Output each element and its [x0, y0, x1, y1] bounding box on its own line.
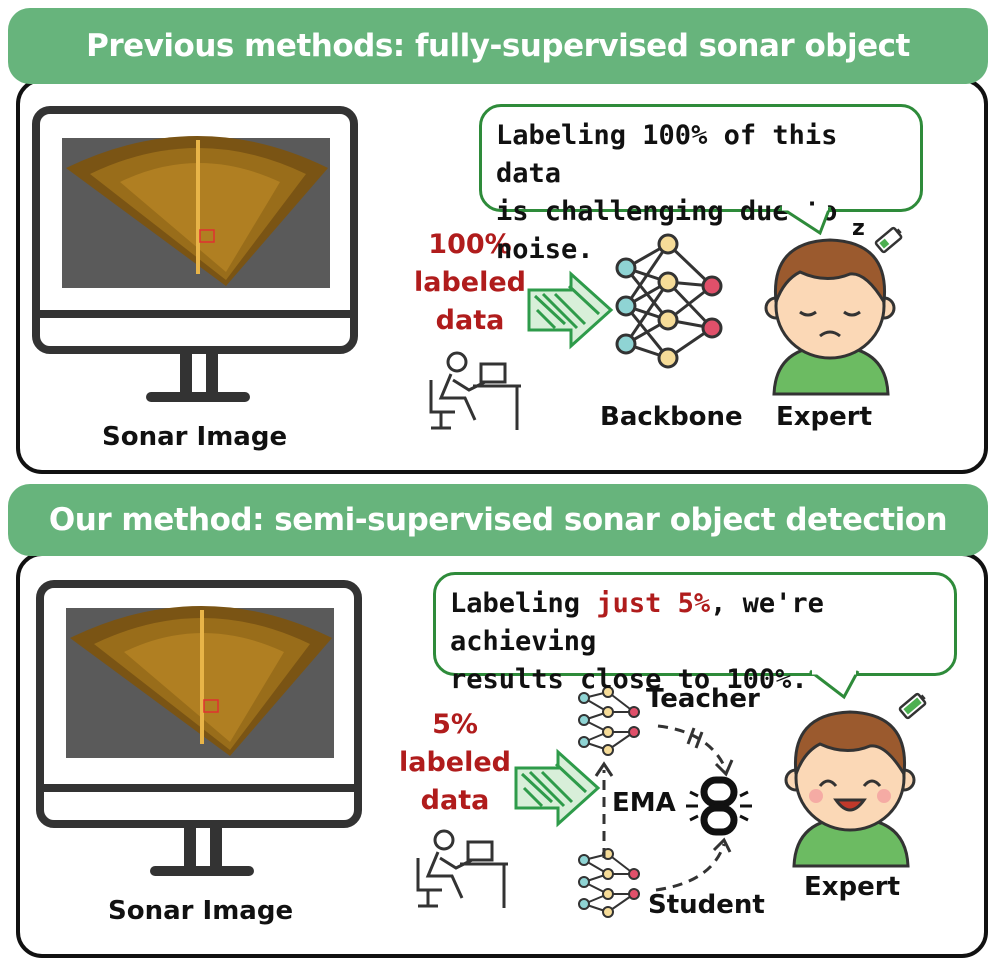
data-word-data: data: [435, 305, 505, 336]
speech-line-1: Labeling just 5%, we're achieving: [450, 585, 940, 661]
speech-highlight: just 5%: [596, 588, 711, 619]
backbone-network-icon: [615, 233, 723, 369]
full-battery-icon: [898, 692, 927, 720]
previous-methods-title: Previous methods: fully-supervised sonar…: [8, 8, 988, 140]
person-at-desk-icon: [416, 829, 508, 908]
student-network-icon: [578, 848, 640, 918]
speech-line-2: is challenging due to noise.: [496, 196, 838, 265]
sleep-z-glyph: z: [852, 216, 865, 241]
labeled-data-label-top: 100% labeled data: [405, 226, 535, 340]
low-battery-icon: [874, 226, 903, 254]
sleepy-expert-avatar: [764, 238, 896, 396]
speech-post: , we're achieving: [450, 588, 824, 657]
monitor-icon: [36, 580, 362, 876]
teacher-network-icon: [578, 686, 640, 756]
arrow-icon: [527, 270, 614, 350]
expert-label-bottom: Expert: [804, 872, 901, 902]
sonar-image-caption-bottom: Sonar Image: [108, 896, 294, 926]
data-percent: 100%: [428, 229, 512, 260]
expert-label-top: Expert: [776, 402, 873, 432]
speech-tail-icon: [809, 669, 860, 700]
data-word-labeled: labeled: [398, 747, 511, 778]
ema-label: EMA: [612, 788, 676, 818]
speech-tail-icon: [779, 205, 832, 236]
our-method-title: Our method: semi-supervised sonar object…: [8, 484, 988, 556]
speech-bubble-top: Labeling 100% of this data is challengin…: [479, 104, 923, 265]
teacher-label: Teacher: [646, 684, 760, 714]
speech-pre: Labeling: [450, 588, 597, 619]
speech-bubble-bottom: Labeling just 5%, we're achieving result…: [433, 572, 957, 695]
student-label: Student: [648, 890, 765, 920]
person-at-desk-icon: [429, 351, 521, 430]
data-percent: 5%: [432, 709, 478, 740]
happy-expert-avatar: [784, 710, 916, 868]
monitor-icon: [32, 106, 358, 402]
backbone-label: Backbone: [600, 402, 743, 432]
sonar-image-caption-top: Sonar Image: [102, 422, 288, 452]
data-word-labeled: labeled: [413, 267, 526, 298]
speech-line-2: results close to 100%.: [450, 664, 808, 695]
speech-line-1: Labeling 100% of this data: [496, 120, 838, 189]
labeled-data-label-bottom: 5% labeled data: [390, 706, 520, 820]
ema-loop-icon: [594, 724, 752, 892]
arrow-icon: [514, 748, 601, 828]
data-word-data: data: [420, 785, 490, 816]
